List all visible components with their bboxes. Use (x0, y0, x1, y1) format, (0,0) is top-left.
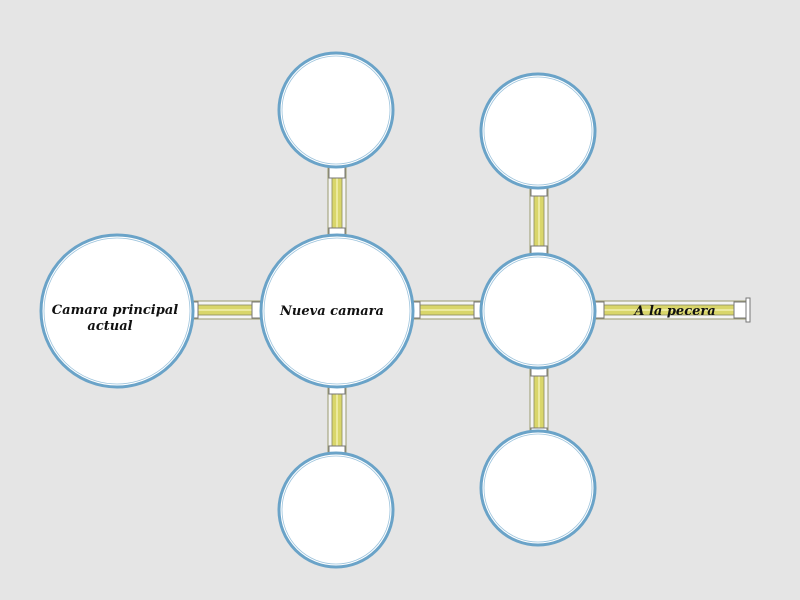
chamber-hub (479, 252, 597, 370)
chamber-bottom-left (277, 451, 395, 569)
chamber-top-right (479, 72, 597, 190)
main-chamber-label: Camara principal (52, 303, 178, 318)
tube-topleft-to-new (327, 163, 347, 243)
main-chamber-label-line2: actual (87, 319, 132, 334)
new-chamber-label: Nueva camara (279, 304, 384, 319)
chamber-layer (39, 51, 597, 569)
tube-main-to-new (183, 300, 267, 320)
chamber-bottom-right (479, 429, 597, 547)
chamber-new (259, 233, 415, 389)
chamber-main (39, 233, 195, 389)
to-tank-label: A la pecera (632, 304, 715, 319)
label-layer: Camara principal actual Nueva camara A l… (52, 303, 716, 334)
tube-topright-to-hub (529, 181, 549, 261)
tube-new-to-hub (405, 300, 489, 320)
chamber-top-left (277, 51, 395, 169)
tube-new-to-bottomleft (327, 379, 347, 461)
